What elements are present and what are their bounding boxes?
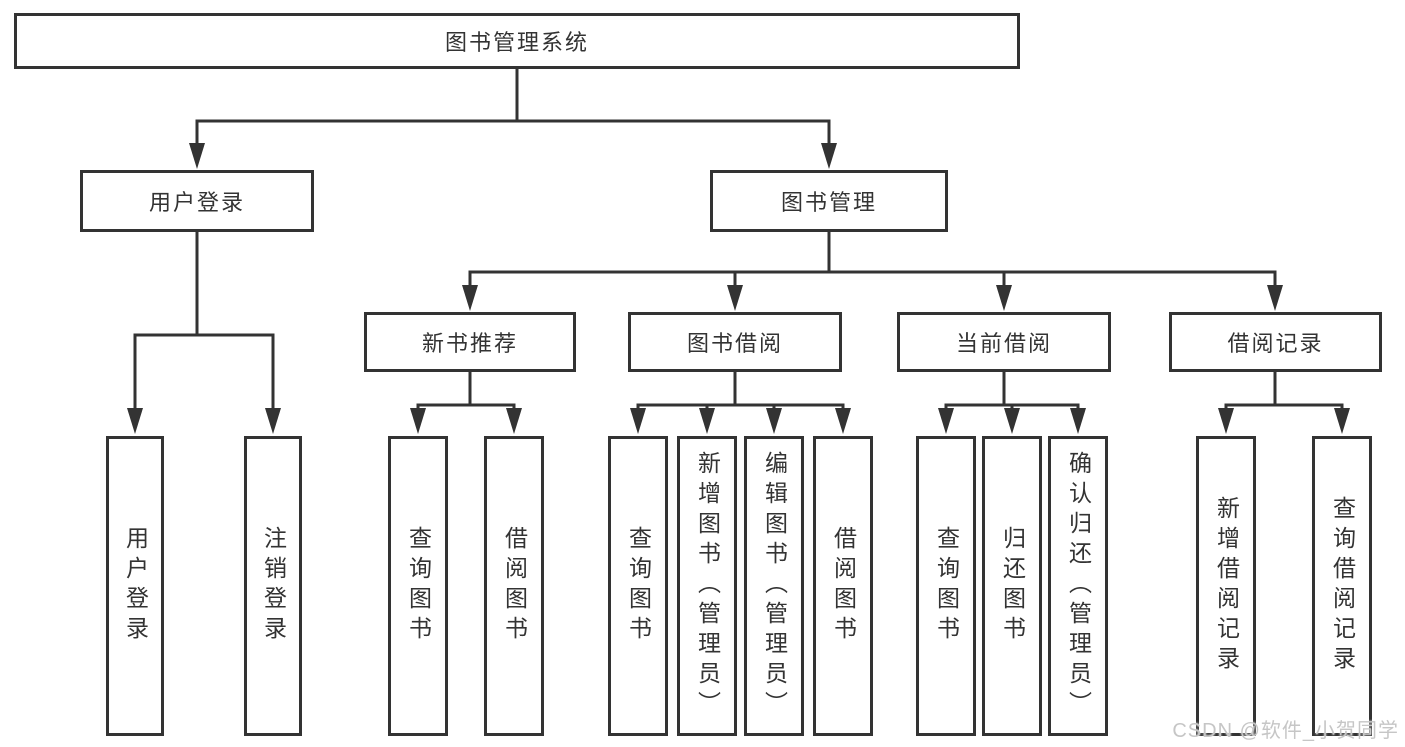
leaf-confirm-return-admin: 确认归还（管理员）	[1048, 436, 1108, 736]
connector-book-management-to-level3	[462, 230, 1283, 311]
node-book-management: 图书管理	[710, 170, 948, 232]
csdn-watermark: CSDN @软件_小贺同学	[1172, 720, 1399, 742]
leaf-return-books: 归还图书	[982, 436, 1042, 736]
leaf-add-books-admin: 新增图书（管理员）	[677, 436, 737, 736]
connector-current-borrowing-to-leaves	[938, 370, 1086, 434]
leaf-edit-books-admin: 编辑图书（管理员）	[744, 436, 804, 736]
node-book-borrowing: 图书借阅	[628, 312, 842, 372]
leaf-query-books-current: 查询图书	[916, 436, 976, 736]
node-borrowing-records: 借阅记录	[1169, 312, 1382, 372]
node-new-book-recommend: 新书推荐	[364, 312, 576, 372]
leaf-query-borrow-record: 查询借阅记录	[1312, 436, 1372, 736]
leaf-borrow-books-recommend: 借阅图书	[484, 436, 544, 736]
connector-user-login-to-leaves	[127, 230, 281, 434]
leaf-query-books-borrowing: 查询图书	[608, 436, 668, 736]
node-current-borrowing: 当前借阅	[897, 312, 1111, 372]
connector-new-book-recommend-to-leaves	[410, 370, 522, 434]
connector-book-borrowing-to-leaves	[630, 370, 851, 434]
node-user-login: 用户登录	[80, 170, 314, 232]
node-root-system: 图书管理系统	[14, 13, 1020, 69]
leaf-logout-login: 注销登录	[244, 436, 302, 736]
leaf-user-login: 用户登录	[106, 436, 164, 736]
connector-borrowing-records-to-leaves	[1218, 370, 1350, 434]
leaf-query-books-recommend: 查询图书	[388, 436, 448, 736]
connector-root-to-level2	[189, 67, 837, 169]
leaf-add-borrow-record: 新增借阅记录	[1196, 436, 1256, 736]
leaf-borrow-books-borrowing: 借阅图书	[813, 436, 873, 736]
